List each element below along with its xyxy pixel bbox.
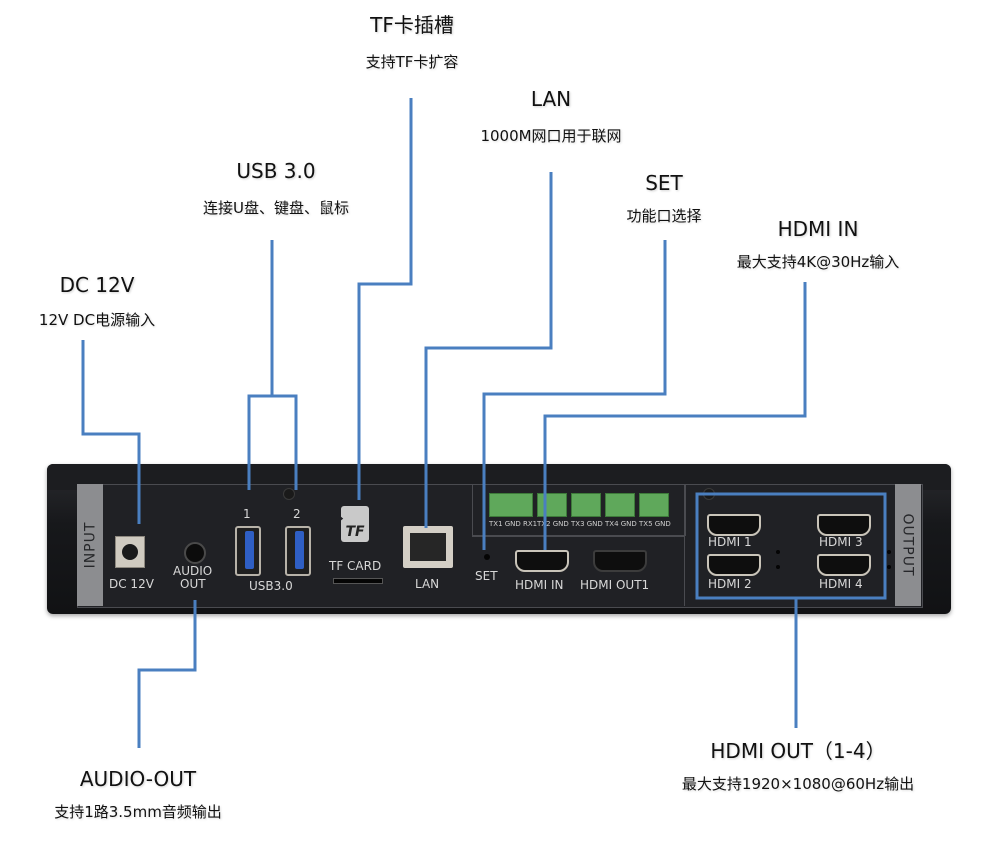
terminal-label: TX4 GND bbox=[605, 520, 637, 528]
callout-title: SET bbox=[645, 171, 683, 195]
lan-port bbox=[403, 526, 453, 568]
hdmi-2-label: HDMI 2 bbox=[708, 577, 752, 591]
callout-hdmi-in: HDMI IN 最大支持4K@30Hz输入 bbox=[737, 216, 900, 272]
terminal-label: TX5 GND bbox=[639, 520, 671, 528]
terminal-label: TX1 GND RX1 bbox=[489, 520, 538, 528]
output-label: OUTPUT bbox=[895, 484, 921, 606]
usb-port-2 bbox=[285, 526, 311, 576]
callout-desc: 12V DC电源输入 bbox=[38, 311, 156, 329]
audio-out-jack bbox=[184, 542, 206, 564]
callout-audio-out: AUDIO-OUT 支持1路3.5mm音频输出 bbox=[54, 766, 222, 822]
terminal-connector bbox=[639, 493, 669, 517]
callout-title: AUDIO-OUT bbox=[79, 767, 197, 791]
callout-lan: LAN 1000M网口用于联网 bbox=[480, 86, 621, 146]
callout-desc: 连接U盘、键盘、鼠标 bbox=[203, 199, 349, 217]
hdmi-in-port bbox=[515, 550, 569, 572]
screw-icon bbox=[703, 488, 715, 500]
usb-label: USB3.0 bbox=[249, 579, 293, 593]
hdmi-out-4-port bbox=[817, 554, 871, 576]
terminal-connector bbox=[571, 493, 601, 517]
callout-title: USB 3.0 bbox=[236, 159, 316, 183]
terminal-label: TX3 GND bbox=[571, 520, 603, 528]
audio-label-line2: OUT bbox=[180, 577, 206, 591]
hdmi-1-label: HDMI 1 bbox=[708, 535, 752, 549]
divider bbox=[472, 536, 684, 537]
callout-set: SET 功能口选择 bbox=[626, 170, 701, 226]
hdmi-out-3-port bbox=[817, 514, 871, 536]
hdmi-out-1-port bbox=[707, 514, 761, 536]
callout-title: HDMI OUT（1-4） bbox=[710, 739, 886, 763]
callout-hdmi-out: HDMI OUT（1-4） 最大支持1920×1080@60Hz输出 bbox=[682, 738, 914, 794]
usb-port-1 bbox=[235, 526, 261, 576]
indicator-dot bbox=[887, 550, 891, 554]
indicator-dot bbox=[776, 550, 780, 554]
screw-icon bbox=[283, 488, 295, 500]
output-label-text: OUTPUT bbox=[900, 513, 916, 577]
hdmi-4-label: HDMI 4 bbox=[819, 577, 863, 591]
input-label: INPUT bbox=[77, 484, 103, 606]
callout-desc: 支持TF卡扩容 bbox=[365, 53, 459, 71]
terminal-connector bbox=[605, 493, 635, 517]
callout-desc: 1000M网口用于联网 bbox=[480, 127, 622, 145]
terminal-label: TX2 GND bbox=[537, 520, 569, 528]
hdmi-out1-label: HDMI OUT1 bbox=[580, 578, 650, 592]
callout-desc: 最大支持4K@30Hz输入 bbox=[736, 253, 900, 271]
callout-title: LAN bbox=[530, 87, 572, 111]
tf-card-label: TF CARD bbox=[329, 559, 382, 573]
dc-label: DC 12V bbox=[109, 577, 154, 591]
callout-dc-12v: DC 12V 12V DC电源输入 bbox=[39, 272, 155, 330]
usb-2-number: 2 bbox=[293, 507, 301, 521]
tf-card-slot bbox=[333, 578, 383, 584]
callout-usb: USB 3.0 连接U盘、键盘、鼠标 bbox=[203, 158, 349, 218]
usb-1-number: 1 bbox=[243, 507, 251, 521]
divider bbox=[684, 484, 685, 606]
terminal-connector bbox=[537, 493, 567, 517]
callout-tf-slot: TF卡插槽 支持TF卡扩容 bbox=[366, 12, 459, 72]
terminal-block-area: TX1 GND RX1 TX2 GND TX3 GND TX4 GND TX5 … bbox=[472, 484, 686, 536]
leader-line-tf bbox=[357, 98, 413, 500]
hdmi-3-label: HDMI 3 bbox=[819, 535, 863, 549]
callout-desc: 支持1路3.5mm音频输出 bbox=[54, 803, 222, 821]
hdmi-out1-port bbox=[593, 550, 647, 572]
callout-title: TF卡插槽 bbox=[370, 13, 454, 37]
callout-desc: 功能口选择 bbox=[626, 207, 702, 225]
callout-title: HDMI IN bbox=[777, 217, 859, 241]
indicator-dot bbox=[887, 565, 891, 569]
hdmi-in-label: HDMI IN bbox=[515, 578, 564, 592]
lan-label: LAN bbox=[415, 577, 440, 591]
device-rear-panel: INPUT OUTPUT DC 12V AUDIO OUT 1 2 USB3.0… bbox=[47, 464, 951, 614]
terminal-connector bbox=[489, 493, 533, 517]
set-label: SET bbox=[475, 569, 498, 583]
tf-card-icon: TF bbox=[341, 506, 369, 542]
dc-power-jack bbox=[115, 536, 145, 568]
audio-label-line1: AUDIO bbox=[173, 564, 213, 578]
input-label-text: INPUT bbox=[82, 521, 98, 569]
callout-desc: 最大支持1920×1080@60Hz输出 bbox=[681, 775, 915, 793]
indicator-dot bbox=[776, 565, 780, 569]
set-button-hole bbox=[484, 554, 490, 560]
callout-title: DC 12V bbox=[59, 273, 135, 297]
hdmi-out-2-port bbox=[707, 554, 761, 576]
leader-line-audio bbox=[137, 600, 197, 748]
